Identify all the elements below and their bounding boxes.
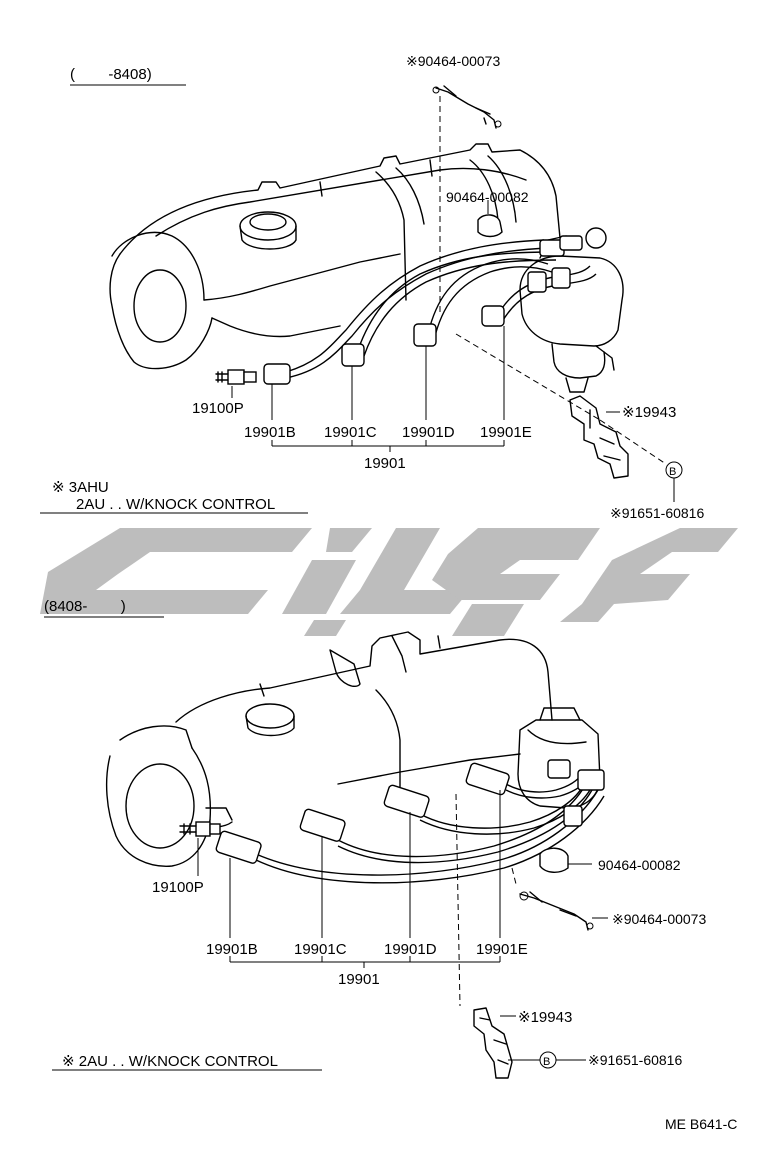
top-plug-label: 19100P bbox=[192, 400, 244, 417]
top-clamp-icon bbox=[477, 214, 503, 238]
bottom-wire-e-label: 19901E bbox=[476, 941, 528, 958]
bottom-wire-set-label: 19901 bbox=[338, 971, 380, 988]
bottom-note: ※ 2AU . . W/KNOCK CONTROL bbox=[62, 1053, 278, 1070]
top-bolt-clip-label: ※90464-00073 bbox=[406, 53, 500, 69]
top-wire-c-label: 19901C bbox=[324, 424, 377, 441]
bottom-wire-b-label: 19901B bbox=[206, 941, 258, 958]
bottom-bracket-icon bbox=[473, 1007, 513, 1079]
top-engine-outline bbox=[109, 143, 624, 393]
bottom-bolt-clip-label: ※90464-00073 bbox=[612, 911, 706, 927]
bottom-wire-d-label: 19901D bbox=[384, 941, 437, 958]
bottom-clamp-icon bbox=[539, 847, 569, 873]
top-diagram: ( -8408) bbox=[40, 53, 704, 521]
bottom-bracket-label: ※19943 bbox=[518, 1009, 572, 1026]
top-note-line2: 2AU . . W/KNOCK CONTROL bbox=[76, 496, 275, 513]
bottom-wire-c-label: 19901C bbox=[294, 941, 347, 958]
bottom-range-label: (8408- ) bbox=[44, 598, 126, 615]
bottom-bolt-clip-icon bbox=[519, 891, 594, 931]
top-bolt-label: ※91651-60816 bbox=[610, 505, 704, 521]
top-note-line1: ※ 3AHU bbox=[52, 479, 109, 496]
top-bracket-icon bbox=[569, 395, 629, 479]
top-bolt-clip-icon bbox=[432, 85, 502, 129]
bottom-diagram: (8408- ) bbox=[44, 598, 706, 1079]
top-spark-plug-icon bbox=[215, 369, 257, 385]
bottom-bolt-marker-label: B bbox=[543, 1056, 550, 1068]
top-wire-d-label: 19901D bbox=[402, 424, 455, 441]
top-wire-b-label: 19901B bbox=[244, 424, 296, 441]
bottom-spark-plug-icon bbox=[179, 821, 221, 837]
top-boot-b bbox=[263, 363, 291, 385]
bottom-plug-label: 19100P bbox=[152, 879, 204, 896]
bottom-boot-b bbox=[215, 830, 262, 864]
top-wire-set-label: 19901 bbox=[364, 455, 406, 472]
top-wire-e-label: 19901E bbox=[480, 424, 532, 441]
top-range-label: ( -8408) bbox=[70, 66, 152, 83]
bottom-engine-outline bbox=[105, 631, 601, 867]
top-spark-plug-wires bbox=[285, 239, 597, 379]
page-code: ME B641-C bbox=[665, 1116, 737, 1132]
bottom-clamp-label: 90464-00082 bbox=[598, 857, 681, 873]
top-bolt-marker-label: B bbox=[669, 466, 676, 478]
bottom-bolt-label: ※91651-60816 bbox=[588, 1052, 682, 1068]
top-clamp-label: 90464-00082 bbox=[446, 189, 529, 205]
top-bracket-label: ※19943 bbox=[622, 404, 676, 421]
watermark-logo bbox=[40, 528, 738, 636]
